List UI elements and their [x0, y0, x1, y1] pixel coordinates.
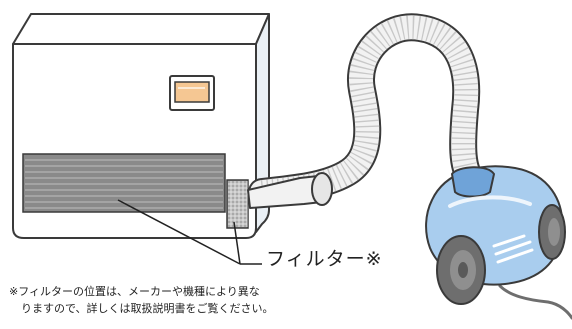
left-wheel — [436, 235, 486, 305]
filter-grid — [226, 179, 249, 229]
vacuum-cleaner — [425, 165, 572, 320]
hose — [247, 13, 484, 209]
footnote-line-1: ※フィルターの位置は、メーカーや機種により異な — [9, 285, 260, 298]
nozzle-cuff — [311, 172, 333, 206]
heater-top — [12, 13, 270, 45]
footnote: ※フィルターの位置は、メーカーや機種により異な りますので、詳しくは取扱説明書を… — [9, 283, 274, 317]
leader-lines — [117, 199, 262, 265]
hose-inner — [250, 15, 482, 204]
exhaust-vents — [492, 234, 534, 264]
footnote-line-2: りますので、詳しくは取扱説明書をご覧ください。 — [21, 302, 274, 315]
vacuum-highlight — [448, 195, 532, 208]
heater-side — [255, 13, 270, 233]
heater — [12, 13, 270, 239]
power-cord — [498, 284, 572, 320]
filter-label: フィルター※ — [266, 248, 383, 270]
grille-slats — [25, 159, 223, 209]
vacuum-inlet — [451, 166, 495, 198]
right-wheel — [538, 204, 566, 260]
control-display — [174, 81, 210, 103]
